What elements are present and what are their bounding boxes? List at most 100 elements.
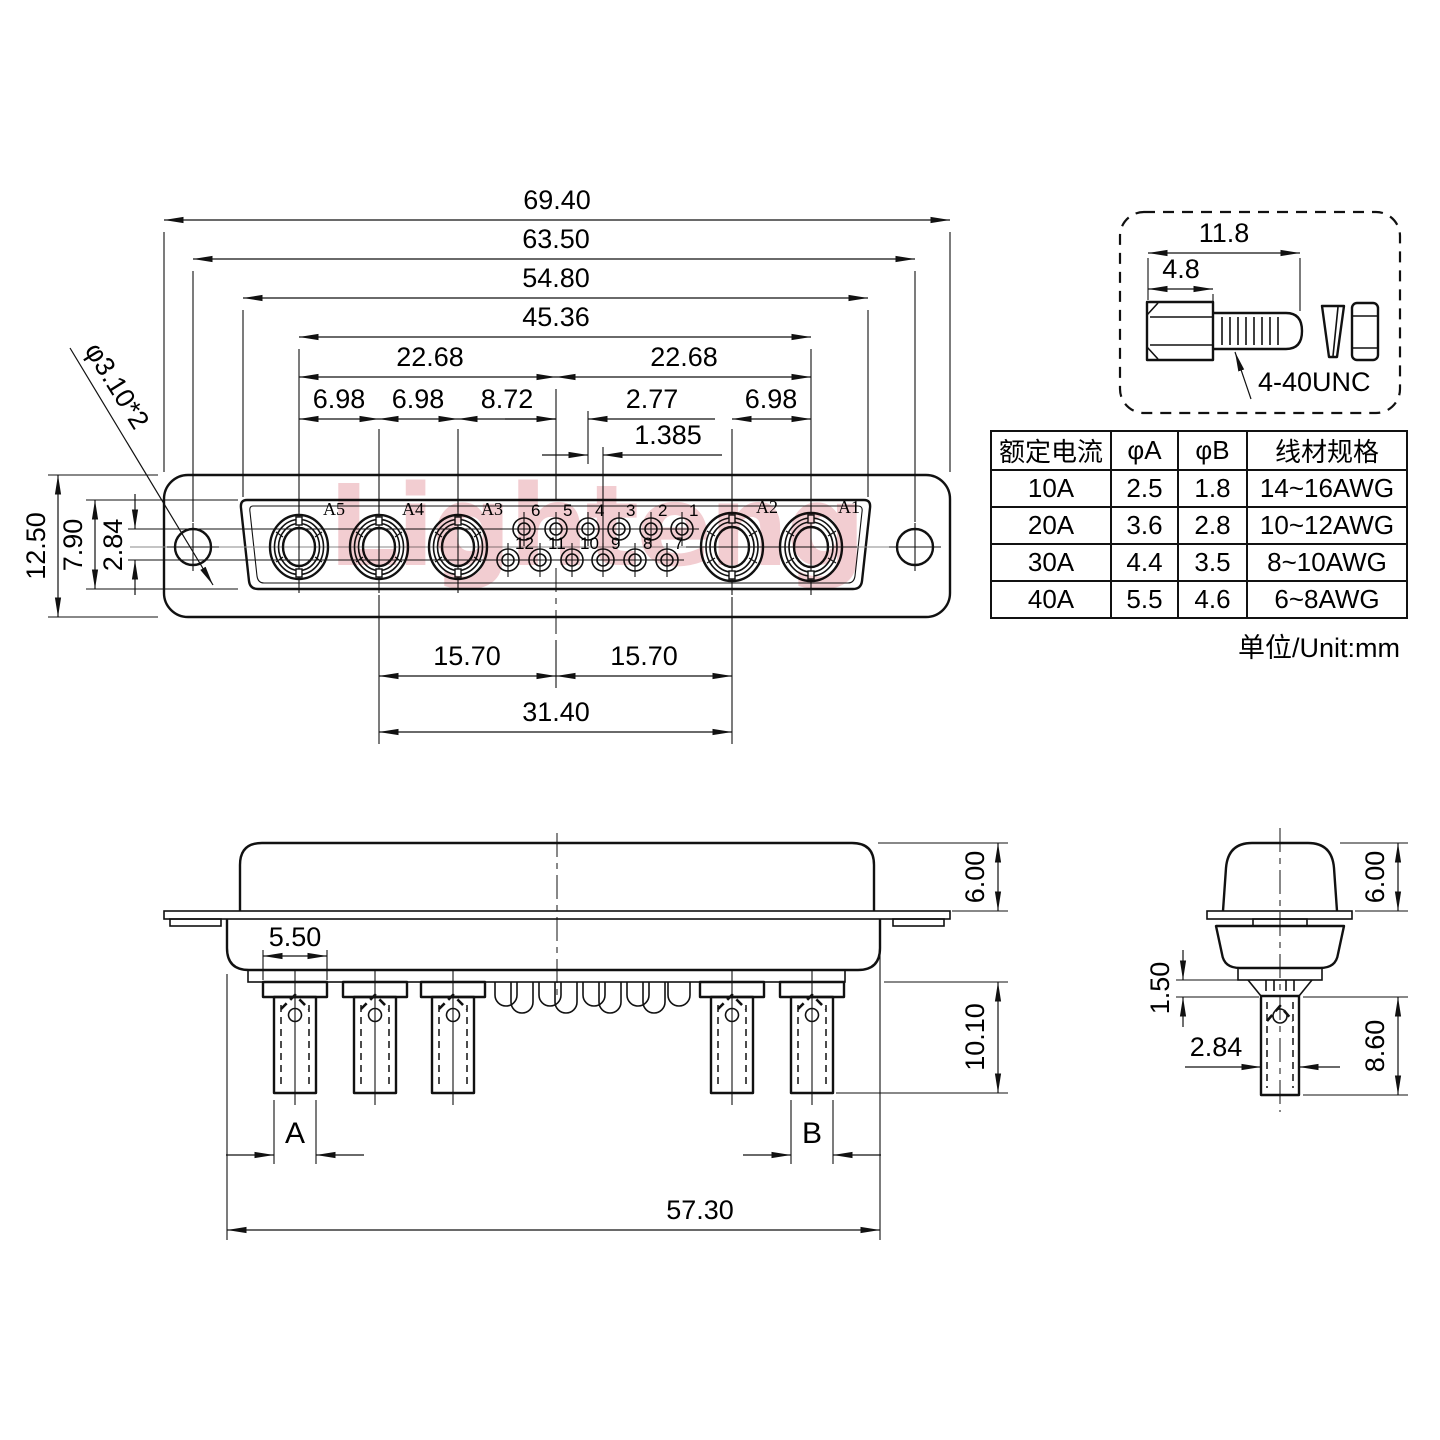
table-cell: 4.6 [1177,580,1248,619]
terminal-a4 [341,968,409,1107]
pin-label: 2 [658,501,667,520]
front-view: A5 A4 A3 A2 A1 6 5 4 3 2 1 12 11 10 9 8 … [128,473,952,619]
dim-pin-pitch: 2.77 [626,384,679,414]
dim-screw-hex: 4.8 [1162,254,1200,284]
terminal-a2 [698,968,766,1107]
table-header-dia-a: φA [1110,430,1179,471]
table-cell: 6~8AWG [1246,580,1408,619]
dim-label-b: B [802,1117,822,1150]
pin-label: 1 [689,501,698,520]
dim-terminal-length: 10.10 [960,1003,990,1071]
dim-a3-to-center: 8.72 [481,384,534,414]
dim-pin-row-gap: 2.84 [98,519,128,572]
dim-side-shell-height: 6.00 [1360,851,1390,904]
pin-label: 6 [531,501,540,520]
contact-label: A4 [402,499,424,519]
table-cell: 4.4 [1110,543,1179,582]
pin-label: 9 [611,534,620,553]
dim-overall-width: 69.40 [523,185,591,215]
table-cell: 2.5 [1110,469,1179,508]
dim-shoulder-height: 1.50 [1145,962,1175,1015]
contact-a4 [348,499,410,595]
dim-contact-span: 45.36 [522,302,590,332]
contact-label: A5 [323,499,345,519]
terminal-a3 [419,968,487,1107]
table-row: 20A 3.6 2.8 10~12AWG [990,506,1408,545]
pin-label: 5 [563,501,572,520]
pin-label: 10 [580,534,599,553]
dim-center-to-a4: 15.70 [433,641,501,671]
table-cell: 40A [990,580,1112,619]
dim-hole-span: 63.50 [522,224,590,254]
table-header-current: 额定电流 [990,430,1112,471]
thread-spec-label: 4-40UNC [1258,367,1371,397]
pin-label: 8 [643,534,652,553]
screw-cylinder [1350,301,1380,362]
table-cell: 5.5 [1110,580,1179,619]
dim-terminal-block-width: 5.50 [269,922,322,952]
terminal-a5 [261,968,329,1107]
dim-pitch-a2-a1: 6.98 [745,384,798,414]
flange-plate [163,910,951,920]
table-cell: 3.6 [1110,506,1179,545]
front-view-dimensions: 69.40 63.50 54.80 45.36 22.68 22.68 6.98… [21,185,951,744]
contact-label: A2 [756,497,778,517]
dim-bottom-overall-width: 57.30 [666,1195,734,1225]
contact-a5 [268,499,330,595]
terminal-a1 [778,968,846,1107]
dim-a4-to-a2: 31.40 [522,697,590,727]
pin-fingers [494,982,691,1014]
screw-detail: 11.8 4.8 4-40UNC [1118,210,1402,415]
spec-table: 额定电流 φA φB 线材规格 10A 2.5 1.8 14~16AWG 20A… [990,430,1408,619]
table-row: 10A 2.5 1.8 14~16AWG [990,469,1408,508]
table-header-wire: 线材规格 [1246,430,1408,471]
dim-half-span-left: 22.68 [396,342,464,372]
table-cell: 8~10AWG [1246,543,1408,582]
contact-label: A1 [838,497,860,517]
table-cell: 30A [990,543,1112,582]
table-cell: 10~12AWG [1246,506,1408,545]
side-view: 6.00 1.50 2.84 8.60 [1145,828,1408,1112]
table-cell: 20A [990,506,1112,545]
dim-pitch-a4-a3: 6.98 [392,384,445,414]
dim-half-span-right: 22.68 [650,342,718,372]
pin-label: 11 [548,534,566,553]
dim-body-height: 12.50 [21,512,51,580]
dim-pitch-a5-a4: 6.98 [313,384,366,414]
detail-box [1118,210,1402,415]
side-terminal [1259,994,1301,1097]
table-row: 30A 4.4 3.5 8~10AWG [990,543,1408,582]
dim-face-width: 54.80 [522,263,590,293]
dim-screw-overall: 11.8 [1199,218,1250,248]
dim-side-terminal-length: 8.60 [1360,1020,1390,1073]
table-cell: 10A [990,469,1112,508]
table-header-dia-b: φB [1177,430,1248,471]
dface-outer [239,498,872,591]
table-cell: 3.5 [1177,543,1248,582]
bottom-view: 5.50 6.00 10.10 A B 57.30 [163,833,1008,1240]
dim-pin-row-offset: 1.385 [634,420,702,450]
table-cell: 1.8 [1177,469,1248,508]
screw-wedge [1320,304,1346,359]
table-cell: 2.8 [1177,506,1248,545]
dface-inner [249,505,863,584]
contact-a3 [427,499,489,595]
dim-center-to-a2: 15.70 [610,641,678,671]
side-shell-cap [1221,841,1339,912]
connector-body-outline [162,473,952,619]
insert-strip [247,969,846,983]
dim-mount-hole: φ3.10*2 [79,337,155,434]
dim-label-a: A [285,1117,305,1150]
mount-hole-right [889,523,941,571]
dim-shell-height: 6.00 [960,851,990,904]
dim-face-height: 7.90 [58,519,88,572]
mount-hole-left [167,523,219,571]
contact-label: A3 [481,499,503,519]
table-row: 40A 5.5 4.6 6~8AWG [990,580,1408,619]
lower-shell [225,919,882,972]
pin-label: 7 [674,534,683,553]
dim-side-terminal-width: 2.84 [1190,1032,1243,1062]
pin-label: 12 [515,534,534,553]
